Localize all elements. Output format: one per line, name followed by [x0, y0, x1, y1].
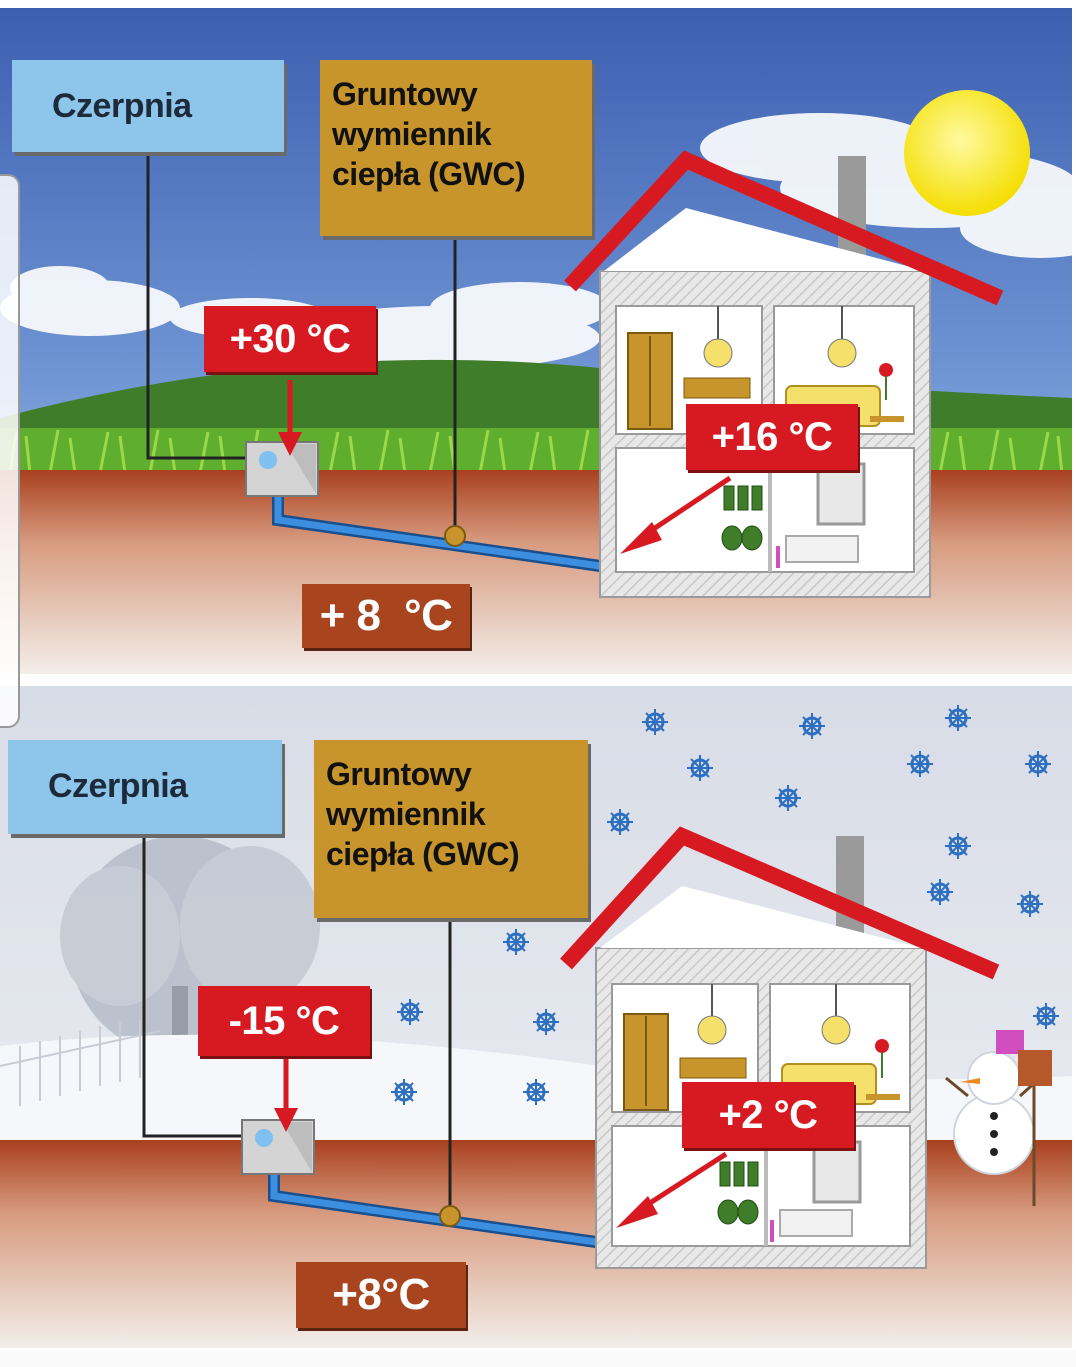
- bed-icon: [679, 1057, 747, 1079]
- ground-temp-badge: +8°C: [296, 1262, 466, 1328]
- roof: [564, 150, 1004, 306]
- summer-panel: Czerpnia Gruntowy wymiennik ciepła (GWC)…: [0, 8, 1072, 674]
- outdoor-temp-badge: -15 °C: [198, 986, 370, 1056]
- flower-icon: [875, 1039, 889, 1053]
- intake-label: Czerpnia: [12, 60, 284, 152]
- flower-icon: [879, 363, 893, 377]
- intake-arrow: [274, 1108, 298, 1132]
- bottom-strip: [0, 1350, 1076, 1367]
- lamp-icon: [827, 338, 857, 368]
- bed-icon: [683, 377, 751, 399]
- radiator-icon: [779, 1209, 853, 1237]
- winter-scene: [0, 686, 1072, 1348]
- indoor-arrow: [620, 522, 662, 554]
- radiator-icon: [785, 535, 859, 563]
- sun-icon: [904, 90, 1030, 216]
- lamp-icon: [821, 1015, 851, 1045]
- bottles-icon: [717, 1161, 759, 1225]
- winter-panel: Czerpnia Gruntowy wymiennik ciepła (GWC)…: [0, 686, 1072, 1348]
- indoor-arrow: [616, 1196, 658, 1228]
- outdoor-temp-badge: +30 °C: [204, 306, 376, 372]
- indoor-temp-badge: +2 °C: [682, 1082, 854, 1148]
- fence: [0, 1020, 161, 1106]
- bottles-icon: [721, 485, 763, 551]
- side-panel-handle[interactable]: [0, 174, 20, 728]
- indoor-temp-badge: +16 °C: [686, 404, 858, 470]
- lamp-icon: [697, 1015, 727, 1045]
- boiler-icon: [812, 1140, 862, 1204]
- gwc-junction: [444, 525, 466, 547]
- gwc-junction: [439, 1205, 461, 1227]
- roof: [560, 826, 1000, 980]
- lamp-icon: [703, 338, 733, 368]
- intake-arrow: [278, 432, 302, 456]
- boiler-icon: [816, 462, 866, 526]
- snowman-icon: [945, 1030, 1052, 1206]
- intake-label: Czerpnia: [8, 740, 282, 834]
- gwc-label: Gruntowy wymiennik ciepła (GWC): [314, 740, 588, 918]
- gwc-label: Gruntowy wymiennik ciepła (GWC): [320, 60, 592, 236]
- ground-temp-badge: + 8 °C: [302, 584, 470, 648]
